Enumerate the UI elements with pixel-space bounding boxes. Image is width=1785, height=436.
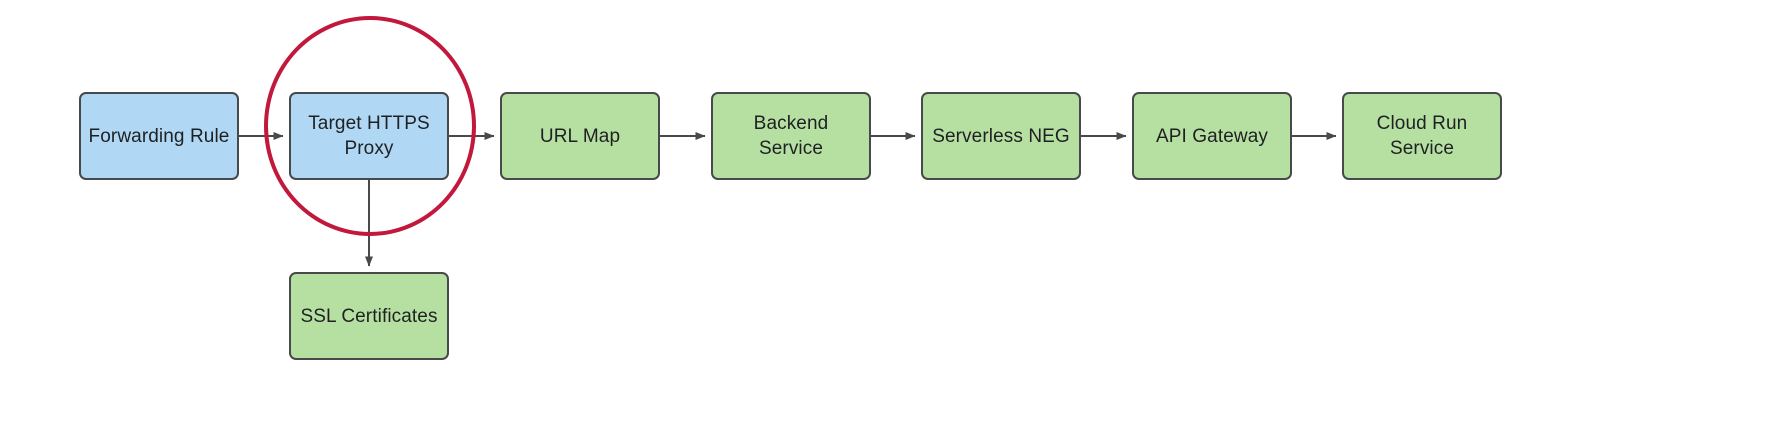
node-label: URL Map [539,125,621,147]
highlight-ellipse-annotation [264,16,476,236]
node-backend-service[interactable]: Backend Service [711,92,871,180]
node-cloud-run-service[interactable]: Cloud Run Service [1342,92,1502,180]
node-ssl-certificates[interactable]: SSL Certificates [289,272,449,360]
node-forwarding-rule[interactable]: Forwarding Rule [79,92,239,180]
node-label: API Gateway [1156,125,1268,147]
node-label: SSL Certificates [300,305,438,327]
node-url-map[interactable]: URL Map [500,92,660,180]
node-label: Cloud Run Service [1376,113,1468,159]
node-label: Forwarding Rule [88,125,230,147]
node-api-gateway[interactable]: API Gateway [1132,92,1292,180]
node-serverless-neg[interactable]: Serverless NEG [921,92,1081,180]
node-label: Serverless NEG [932,125,1070,147]
node-label: Backend Service [753,113,829,159]
